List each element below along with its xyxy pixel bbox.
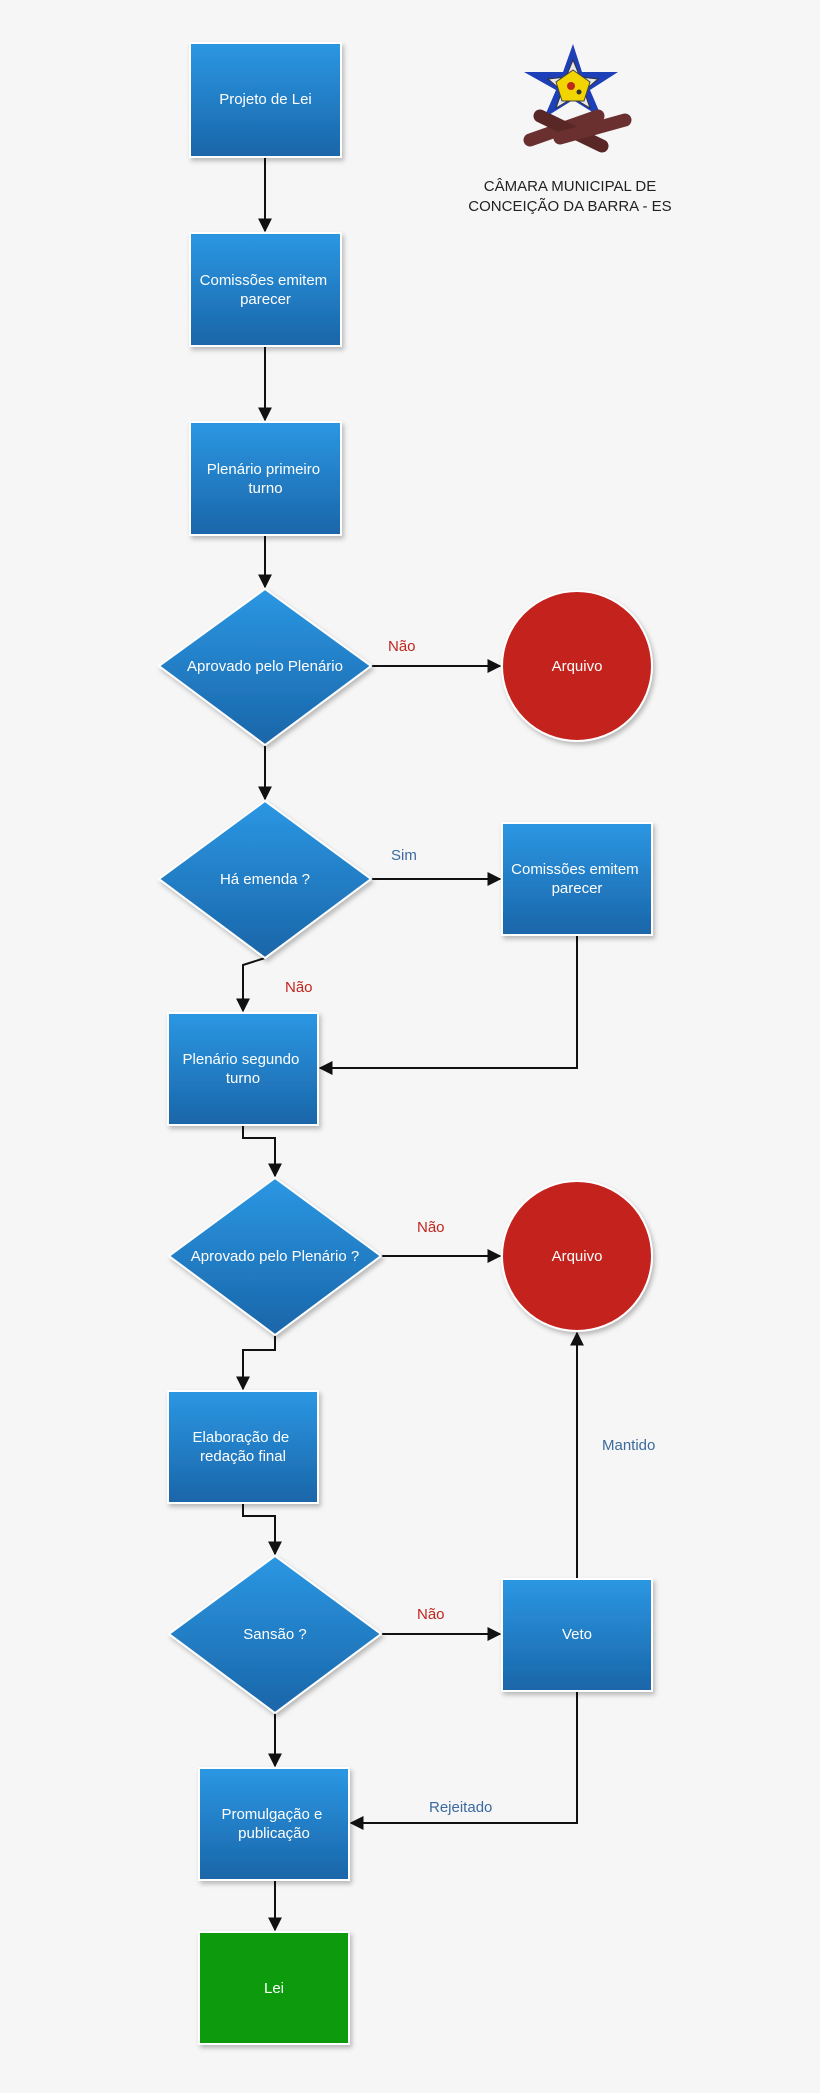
edge-label-rejeitado: Rejeitado (429, 1799, 492, 1816)
node-promulgacao-publicacao[interactable]: Promulgação e publicação (198, 1767, 350, 1881)
node-aprovado-plenario-2[interactable]: Aprovado pelo Plenário ? (167, 1176, 383, 1337)
edge-label-sim: Sim (391, 847, 417, 864)
connectors (236, 157, 584, 1932)
svg-text:Projeto de Lei: Projeto de Lei (219, 91, 312, 108)
svg-text:Plenário segundo turno: Plenário segundo turno (183, 1051, 304, 1087)
svg-text:Plenário primeiro turno: Plenário primeiro turno (207, 461, 325, 497)
connector-veto-promulgacao (349, 1691, 578, 1830)
node-lei-text: Lei (264, 1980, 284, 1997)
connector-comissoes2-plenario2 (318, 935, 578, 1075)
node-plenario1-line1: Plenário primeiro (207, 461, 320, 478)
logo-logs-icon (523, 109, 632, 153)
node-plenario2-line1: Plenário segundo (183, 1051, 300, 1068)
node-promulgacao-line1: Promulgação e (221, 1806, 322, 1823)
node-comissoes2-line2: parecer (552, 880, 603, 897)
camara-logo (523, 44, 632, 153)
edge-label-nao-3: Não (417, 1219, 445, 1236)
edge-label-nao-1: Não (388, 638, 416, 655)
node-plenario-primeiro-turno[interactable]: Plenário primeiro turno (189, 421, 342, 536)
node-comissoes1-line1: Comissões emitem (200, 272, 328, 289)
node-comissoes-parecer-1[interactable]: Comissões emitem parecer (189, 232, 342, 347)
node-redacao-line1: Elaboração de (193, 1429, 290, 1446)
svg-text:Comissões emitem parecer: Comissões emitem parecer (511, 861, 643, 897)
node-comissoes-parecer-2[interactable]: Comissões emitem parecer (501, 822, 653, 936)
node-comissoes2-line1: Comissões emitem (511, 861, 639, 878)
node-aprovado2-text: Aprovado pelo Plenário ? (191, 1248, 359, 1265)
edge-label-mantido: Mantido (602, 1437, 655, 1454)
node-arquivo-2[interactable]: Arquivo (501, 1180, 653, 1332)
logo-star-icon (524, 44, 618, 118)
node-veto[interactable]: Veto (501, 1578, 653, 1692)
node-aprovado1-text: Aprovado pelo Plenário (187, 658, 343, 675)
connector-redacao-sansao (242, 1503, 282, 1556)
node-plenario1-line2: turno (248, 480, 282, 497)
org-name-line2: CONCEIÇÃO DA BARRA - ES (468, 198, 671, 215)
svg-text:Promulgação e publicação: Promulgação e publicação (221, 1806, 326, 1842)
node-arquivo1-text: Arquivo (552, 658, 603, 675)
node-arquivo-1[interactable]: Arquivo (501, 590, 653, 742)
node-aprovado-plenario-1[interactable]: Aprovado pelo Plenário (157, 587, 373, 747)
node-redacao-final[interactable]: Elaboração de redação final (167, 1390, 319, 1504)
node-promulgacao-line2: publicação (238, 1825, 310, 1842)
node-plenario2-line2: turno (226, 1070, 260, 1087)
node-veto-text: Veto (562, 1626, 592, 1643)
connector-emenda-plenario2 (236, 957, 266, 1013)
connector-aprovado2-redacao (236, 1335, 276, 1391)
node-emenda-text: Há emenda ? (220, 871, 310, 888)
node-projeto-de-lei[interactable]: Projeto de Lei (189, 42, 342, 158)
node-lei[interactable]: Lei (198, 1931, 350, 2045)
edge-label-nao-2: Não (285, 979, 313, 996)
node-arquivo2-text: Arquivo (552, 1248, 603, 1265)
node-comissoes1-line2: parecer (240, 291, 291, 308)
node-redacao-line2: redação final (200, 1448, 286, 1465)
node-plenario-segundo-turno[interactable]: Plenário segundo turno (167, 1012, 319, 1126)
org-name-line1: CÂMARA MUNICIPAL DE (484, 178, 657, 195)
connector-plenario2-aprovado2 (242, 1125, 282, 1178)
svg-text:Elaboração de redação fi: Elaboração de redação final (193, 1429, 294, 1465)
node-projeto-text: Projeto de Lei (219, 91, 312, 108)
node-sansao[interactable]: Sansão ? (167, 1554, 383, 1715)
svg-text:Comissões emitem parecer: Comissões emitem parecer (200, 272, 332, 308)
edge-label-nao-4: Não (417, 1606, 445, 1623)
node-sansao-text: Sansão ? (243, 1626, 306, 1643)
node-ha-emenda[interactable]: Há emenda ? (157, 799, 373, 960)
